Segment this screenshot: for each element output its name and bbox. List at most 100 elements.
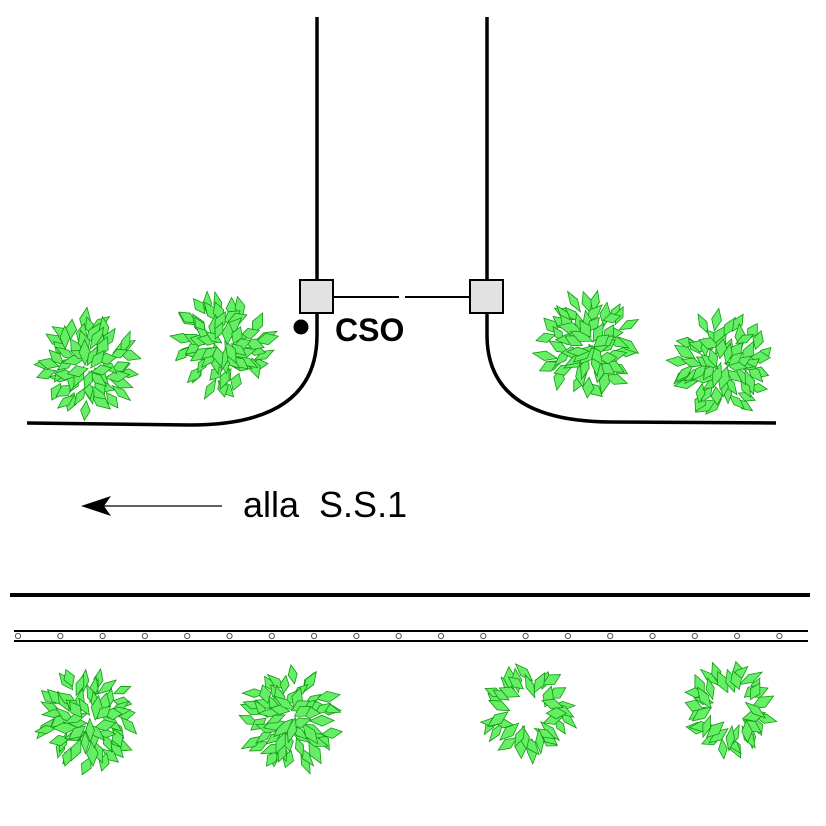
side-road — [26, 17, 777, 427]
shrub-icon — [684, 660, 778, 760]
shrub-leaf — [695, 382, 706, 404]
shrub-leaf — [73, 386, 87, 406]
shrub-leaf — [203, 378, 217, 400]
shrub-leaf — [708, 348, 719, 368]
shrub-leaf — [109, 742, 124, 759]
shrub-leaf — [251, 312, 264, 336]
shrub-leaf — [48, 349, 65, 366]
shrub-leaf — [80, 756, 92, 776]
guardrail-post — [522, 632, 529, 640]
shrub-leaf — [702, 363, 715, 381]
guardrail-post — [353, 632, 360, 640]
shrub-leaf — [700, 385, 713, 403]
shrub-leaf — [80, 400, 91, 422]
shrub-leaf — [265, 749, 278, 767]
shrub-leaf — [275, 731, 286, 755]
shrub-leaf — [231, 326, 243, 345]
shrub-leaf — [78, 697, 90, 717]
shrub-leaf — [618, 319, 640, 331]
shrub-leaf — [221, 320, 234, 346]
shrub-leaf — [728, 393, 745, 410]
shrub-leaf — [705, 721, 725, 739]
shrub-leaf — [566, 290, 582, 313]
shrub-leaf — [111, 384, 132, 402]
shrub-leaf — [741, 719, 753, 744]
shrub-leaf — [545, 707, 568, 720]
shrub-leaf — [705, 676, 715, 701]
shrub-leaf — [90, 349, 105, 369]
shrub-leaf — [698, 337, 720, 350]
shrub-leaf — [711, 361, 723, 389]
shrub-leaf — [514, 725, 525, 748]
shrub-leaf — [680, 357, 704, 368]
guardrail-post — [776, 632, 783, 640]
left-curb-curve — [26, 313, 319, 427]
shrubs — [33, 289, 778, 776]
shrub-leaf — [487, 699, 511, 712]
guardrail-post — [141, 632, 148, 640]
gate-post-left — [299, 279, 334, 314]
shrub-icon — [531, 289, 640, 399]
shrub-leaf — [110, 361, 130, 372]
shrub-leaf — [727, 351, 744, 367]
shrub-leaf — [112, 685, 132, 695]
shrub-leaf — [80, 729, 90, 755]
shrub-leaf — [673, 344, 696, 360]
shrub-leaf — [320, 727, 344, 739]
guardrail-post — [564, 632, 572, 640]
shrub-leaf — [63, 668, 75, 688]
shrub-leaf — [535, 332, 557, 343]
shrub-leaf — [602, 312, 622, 324]
shrub-leaf — [597, 351, 618, 365]
shrub-leaf — [104, 370, 131, 383]
shrub-leaf — [750, 695, 775, 709]
shrub-leaf — [514, 663, 534, 682]
shrub-leaf — [200, 346, 218, 360]
shrub-leaf — [83, 369, 94, 390]
guardrail-post — [268, 632, 275, 640]
shrub-leaf — [725, 724, 736, 752]
shrub-leaf — [674, 363, 695, 383]
shrub-leaf — [96, 705, 112, 720]
shrub-leaf — [96, 679, 117, 695]
shrub-leaf — [497, 736, 519, 751]
shrub-leaf — [723, 342, 733, 366]
shrub-icon — [33, 306, 142, 422]
shrub-leaf — [691, 363, 708, 381]
shrub-leaf — [295, 736, 305, 758]
shrub-leaf — [488, 721, 504, 743]
shrub-leaf — [109, 348, 129, 359]
shrub-leaf — [66, 365, 89, 378]
shrub-leaf — [259, 684, 272, 705]
shrub-leaf — [85, 717, 95, 744]
shrub-leaf — [59, 324, 71, 351]
shrub-icon — [33, 667, 138, 776]
guardrail-post — [14, 632, 22, 640]
shrub-leaf — [314, 690, 341, 703]
shrub-leaf — [254, 333, 280, 346]
guardrail-post — [226, 632, 233, 640]
shrub-leaf — [702, 714, 711, 739]
shrub-leaf — [565, 346, 591, 357]
shrub-leaf — [535, 727, 545, 755]
shrub-leaf — [533, 671, 546, 694]
shrub-leaf — [738, 671, 764, 686]
shrub-leaf — [710, 386, 723, 406]
direction-arrow — [81, 496, 222, 516]
shrub-leaf — [711, 307, 722, 332]
shrub-leaf — [541, 698, 565, 710]
shrub-leaf — [33, 725, 59, 735]
shrub-leaf — [68, 700, 83, 718]
shrub-leaf — [55, 384, 75, 397]
guardrail-post — [311, 632, 318, 640]
shrub-leaf — [694, 399, 717, 413]
shrub-leaf — [308, 714, 336, 727]
guardrail-post — [480, 632, 487, 640]
shrub-leaf — [301, 722, 319, 745]
shrub-leaf — [91, 364, 113, 376]
shrub-leaf — [70, 738, 82, 762]
shrub-leaf — [603, 373, 629, 385]
guardrail-post — [437, 632, 445, 640]
shrub-leaf — [241, 688, 268, 698]
